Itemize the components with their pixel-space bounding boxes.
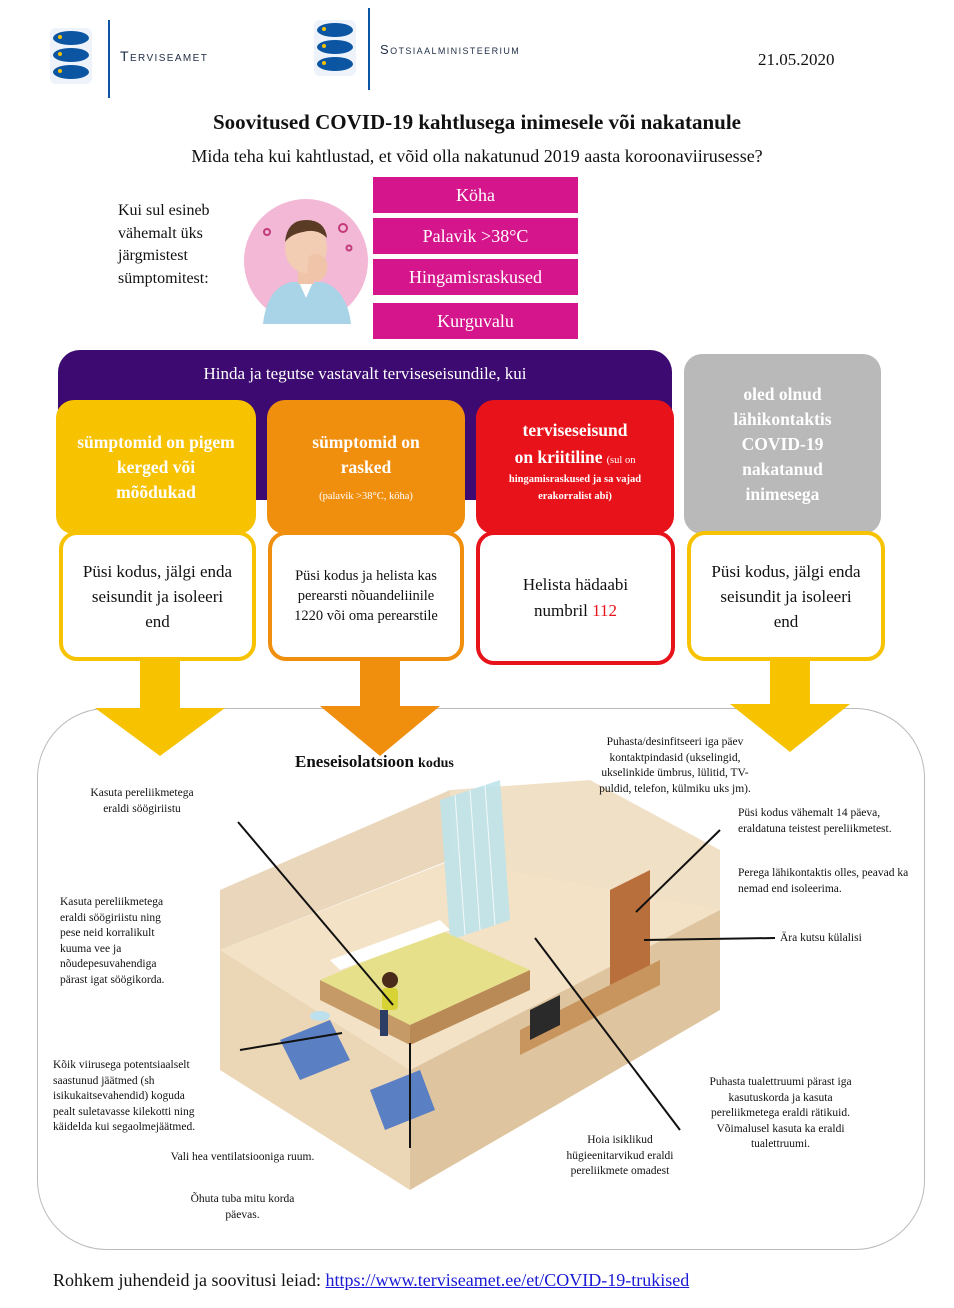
note-hygiene-items: Hoia isiklikud hügieenitarvikud eraldi p…	[566, 1134, 674, 1177]
card-contact-title: oled olnud lähikontaktis COVID-19 nakata…	[733, 383, 832, 504]
note-wash-dishes: Kasuta pereliikmetega eraldi söögiriistu…	[60, 896, 165, 986]
note-disinfect: Puhasta/desinfitseeri iga päev kontaktpi…	[599, 736, 751, 795]
symptom-breathing: Hingamisraskused	[373, 259, 578, 295]
document-date: 21.05.2020	[758, 50, 835, 69]
card-critical: terviseseisund on kriitiline (sul on hin…	[476, 400, 674, 534]
sotsiaalministeerium-logo: Sotsiaalministeerium	[312, 8, 562, 98]
arrow-down-icon	[95, 660, 225, 756]
note-waste: Kõik viirusega potentsiaalselt saastunud…	[53, 1059, 196, 1133]
footer-link[interactable]: https://www.terviseamet.ee/et/COVID-19-t…	[325, 1270, 690, 1290]
symptom-sore-throat: Kurguvalu	[373, 303, 578, 339]
coughing-person-illustration	[244, 199, 368, 324]
note-toilet: Puhasta tualettruumi pärast iga kasutusk…	[709, 1076, 852, 1150]
page-subtitle: Mida teha kui kahtlustad, et võid olla n…	[191, 146, 763, 166]
symptom-cough: Köha	[373, 177, 578, 213]
card-severe: sümptomid on rasked (palavik >38°C, köha…	[267, 400, 465, 534]
footer-text: Rohkem juhendeid ja soovitusi leiad:	[53, 1270, 321, 1290]
isolation-panel	[37, 708, 925, 1250]
arrow-down-icon	[730, 658, 850, 752]
coat-of-arms-icon	[50, 28, 92, 84]
action-contact: Püsi kodus, jälgi enda seisundit ja isol…	[687, 531, 885, 661]
terviseamet-name: Terviseamet	[120, 48, 209, 64]
note-family-isolate: Perega lähikontaktis olles, peavad ka ne…	[738, 867, 909, 895]
card-critical-note-plain: (sul on	[606, 455, 636, 466]
card-severe-note: (palavik >38°C, köha)	[319, 491, 413, 502]
sotsiaalministeerium-name: Sotsiaalministeerium	[380, 42, 521, 57]
card-critical-title-line2: on kriitiline	[514, 447, 603, 467]
action-critical: Helista hädaabi numbril 112	[476, 531, 675, 665]
card-mild-title: sümptomid on pigem kerged või mõõdukad	[77, 431, 235, 502]
action-mild: Püsi kodus, jälgi enda seisundit ja isol…	[59, 531, 256, 661]
note-air-room: Õhuta tuba mitu korda päevas.	[190, 1193, 295, 1221]
note-separate-cutlery: Kasuta pereliikmetega eraldi söögiriistu	[90, 787, 194, 815]
card-critical-title-line1: terviseseisund	[522, 420, 628, 440]
terviseamet-logo: Terviseamet	[48, 20, 218, 100]
note-ventilation: Vali hea ventilatsiooniga ruum.	[170, 1151, 315, 1163]
assess-heading: Hinda ja tegutse vastavalt terviseseisun…	[203, 364, 527, 383]
symptom-fever: Palavik >38°C	[373, 218, 578, 254]
card-critical-note-bold: hingamisraskused ja sa vajad erakorralis…	[508, 474, 642, 502]
symptoms-intro: Kui sul esineb vähemalt üks järgmistest …	[118, 202, 210, 287]
isolation-heading: Eneseisolatsioon kodus	[295, 752, 454, 771]
coat-of-arms-icon	[314, 20, 356, 76]
card-severe-title: sümptomid on rasked	[312, 432, 420, 477]
emergency-number: 112	[592, 601, 617, 620]
page-title: Soovitused COVID-19 kahtlusega inimesele…	[213, 110, 741, 134]
footer: Rohkem juhendeid ja soovitusi leiad: htt…	[53, 1270, 689, 1291]
note-no-guests: Ära kutsu külalisi	[780, 932, 862, 944]
note-stay-home: Püsi kodus vähemalt 14 päeva, eraldatuna…	[738, 807, 892, 835]
arrow-down-icon	[320, 660, 440, 756]
card-mild: sümptomid on pigem kerged või mõõdukad	[56, 400, 256, 534]
action-severe: Püsi kodus ja helista kas perearsti nõua…	[268, 531, 464, 661]
action-critical-text: Helista hädaabi numbril	[522, 575, 629, 620]
card-contact: oled olnud lähikontaktis COVID-19 nakata…	[684, 354, 881, 534]
